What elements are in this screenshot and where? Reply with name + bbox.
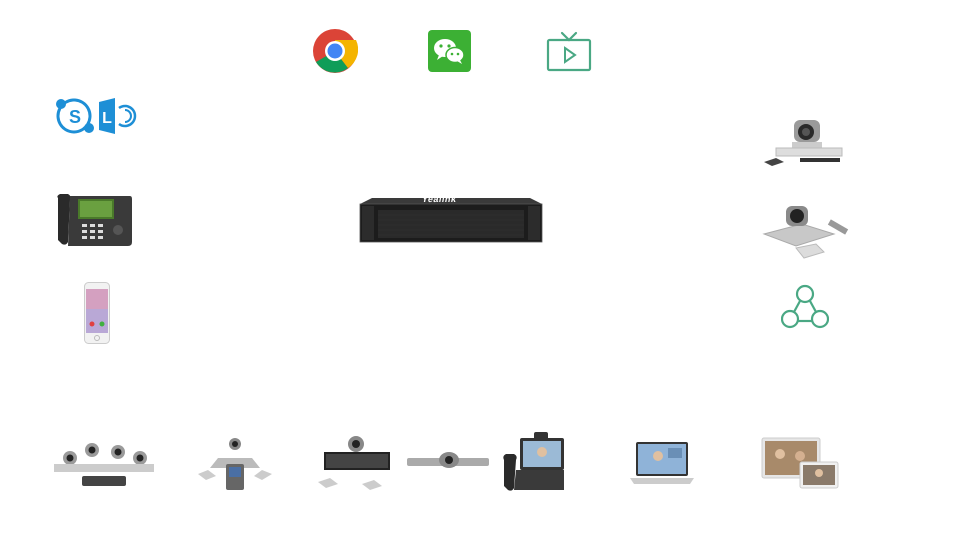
live-stream-icon: [546, 30, 592, 72]
multi-camera-room-system: [52, 440, 158, 490]
laptop-client: [628, 440, 696, 488]
video-bar-camera: [405, 448, 491, 474]
smartphone-device: [84, 282, 110, 344]
video-conferencing-system-device: [762, 204, 852, 262]
server-brand-label: Yealink: [421, 194, 457, 204]
smart-video-phone: [498, 430, 566, 494]
tablet-desktop-clients: [760, 436, 840, 490]
huddle-room-video-bar: [316, 434, 394, 494]
svg-text:L: L: [102, 110, 112, 127]
ip-phone-device: [54, 192, 134, 248]
media-server: Yealink: [358, 190, 544, 246]
share-network-icon: [781, 284, 829, 330]
conference-phone-system: [196, 436, 274, 492]
skype-for-business-icon: S L: [55, 96, 141, 136]
wechat-icon: [428, 30, 471, 72]
svg-text:S: S: [69, 107, 81, 127]
ptz-camera-system-device: [762, 118, 846, 168]
chrome-icon: [312, 28, 358, 74]
